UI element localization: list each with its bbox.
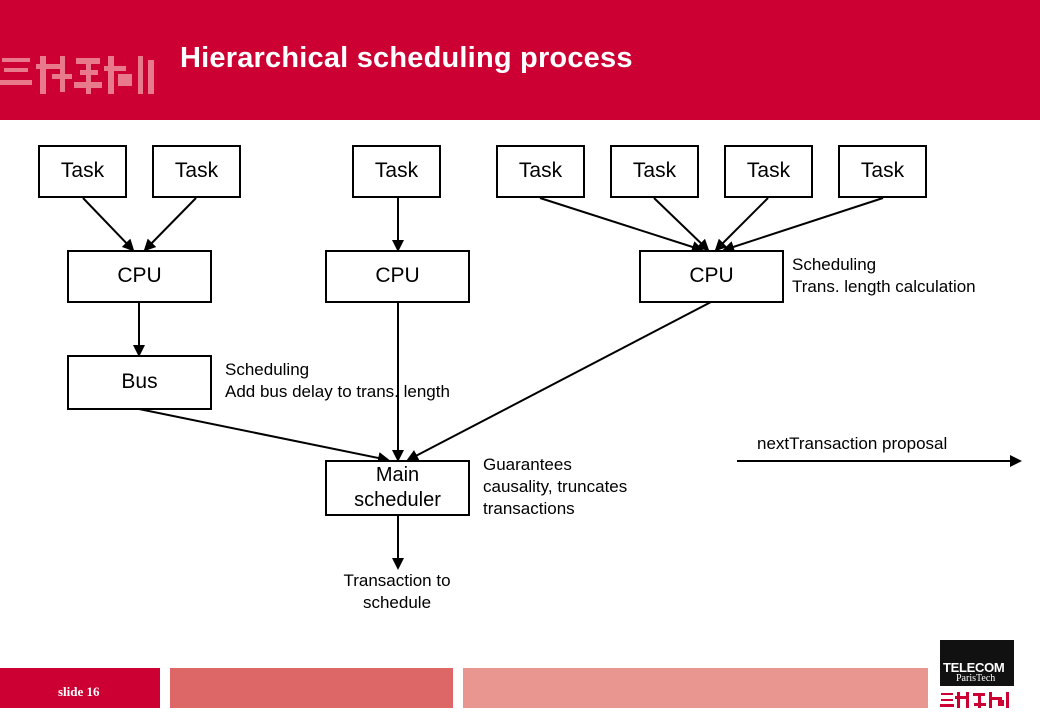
telecom-paristech-logo: TELECOM ParisTech [940, 640, 1014, 712]
calligraphy-small-icon [940, 692, 1009, 708]
arrow-task6-cpu3 [714, 197, 769, 252]
task-box-4: Task [496, 145, 585, 198]
cpu-box-1: CPU [67, 250, 212, 303]
main-scheduler-note: Guarantees causality, truncates transact… [483, 455, 628, 518]
main-scheduler-box: Main scheduler [325, 460, 470, 516]
arrow-bus-main [138, 408, 390, 464]
telecom-logo-line2: ParisTech [956, 673, 996, 684]
cpu-box-2: CPU [325, 250, 470, 303]
task-box-6: Task [724, 145, 813, 198]
arrow-task1-cpu1 [82, 197, 135, 252]
legend-label: nextTransaction proposal [757, 434, 948, 453]
footer-block-light [463, 668, 928, 708]
task-box-5: Task [610, 145, 699, 198]
task-box-7: Task [838, 145, 927, 198]
cpu3-note: Scheduling Trans. length calculation [792, 255, 976, 296]
arrow-task5-cpu3 [653, 197, 710, 252]
calligraphy-logo [0, 56, 154, 94]
arrow-task7-cpu3 [722, 197, 884, 253]
task-box-1: Task [38, 145, 127, 198]
header-bar: Hierarchical scheduling process [0, 0, 1040, 120]
arrow-task2-cpu1 [143, 197, 197, 252]
output-label: Transaction to schedule [343, 571, 451, 612]
task-box-2: Task [152, 145, 241, 198]
bus-box: Bus [67, 355, 212, 410]
cpu-box-3: CPU [639, 250, 784, 303]
bus-note: Scheduling Add bus delay to trans. lengt… [225, 360, 450, 401]
footer-block-mid [170, 668, 453, 708]
task-box-3: Task [352, 145, 441, 198]
footer-block-dark [0, 668, 160, 708]
arrow-cpu3-main [406, 301, 712, 461]
slide-number: slide 16 [58, 684, 100, 699]
arrow-task4-cpu3 [539, 197, 704, 253]
telecom-logo-line1: TELECOM [943, 660, 1005, 675]
page-title: Hierarchical scheduling process [180, 42, 633, 74]
